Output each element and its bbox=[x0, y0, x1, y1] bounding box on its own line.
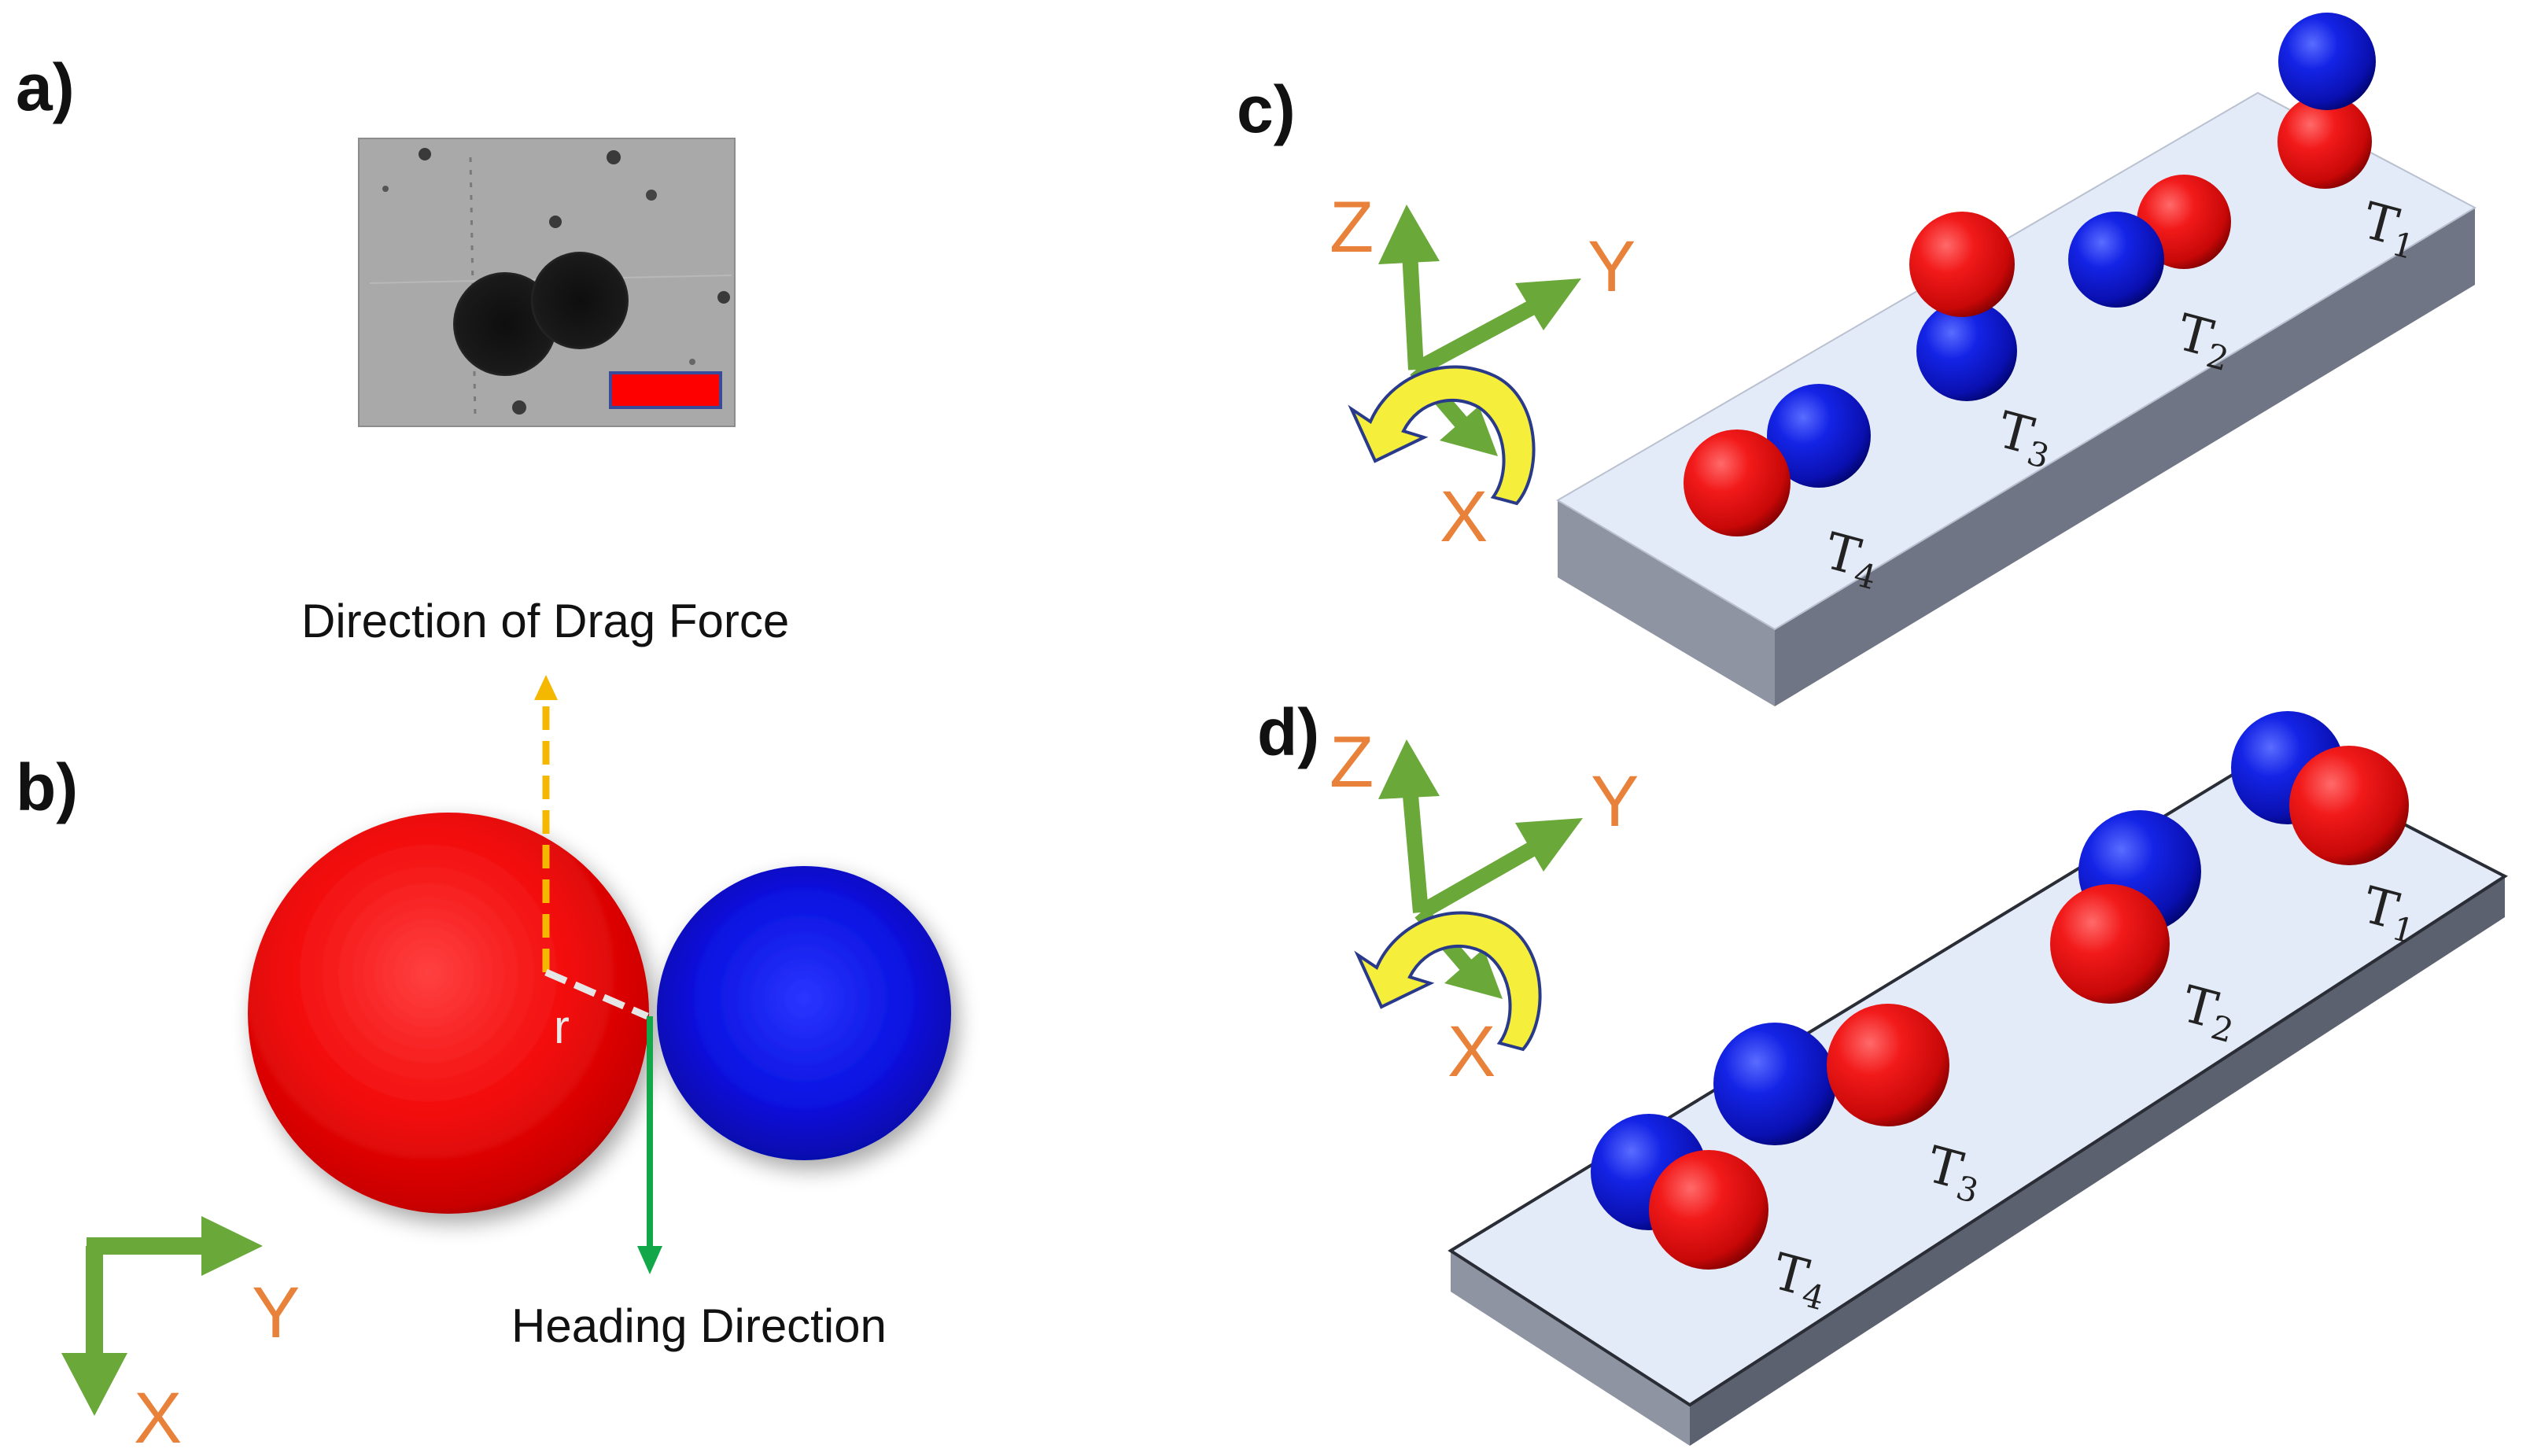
panel-b: b) Direction of Drag Force r Heading Dir… bbox=[16, 595, 951, 1456]
heading-direction-arrow bbox=[637, 1016, 662, 1274]
axes-b: Y X bbox=[61, 1216, 300, 1456]
axis-z-label: Z bbox=[1330, 187, 1374, 267]
axis-x-label: X bbox=[1448, 1012, 1496, 1092]
red-sphere bbox=[248, 813, 649, 1214]
panel-a-label: a) bbox=[16, 50, 75, 124]
panel-d: d) Z Y X bbox=[1257, 695, 2508, 1446]
radius-label: r bbox=[554, 1001, 570, 1053]
panel-c: c) Z Y X bbox=[1237, 13, 2477, 706]
red-scale-bar bbox=[609, 371, 722, 409]
drag-force-arrow bbox=[534, 675, 558, 972]
axis-y-label: Y bbox=[1591, 761, 1639, 842]
axis-x-label: X bbox=[134, 1378, 182, 1456]
heading-direction-label: Heading Direction bbox=[511, 1299, 887, 1352]
panel-d-label: d) bbox=[1257, 695, 1319, 769]
dimer-t4-c bbox=[1684, 384, 1871, 536]
axis-y-label: Y bbox=[1588, 227, 1636, 307]
axis-x-label: X bbox=[1440, 477, 1488, 557]
micrograph-of-janus-dimer bbox=[358, 138, 736, 427]
axis-y-label: Y bbox=[252, 1273, 300, 1353]
dimer-t2-d bbox=[2050, 810, 2201, 1004]
panel-c-label: c) bbox=[1237, 72, 1296, 146]
axes-d: Z Y X bbox=[1330, 722, 1639, 1092]
dimer-t3-d bbox=[1713, 1004, 1949, 1145]
dimer-t1-c bbox=[2277, 13, 2376, 189]
rotation-arrow-icon bbox=[1354, 911, 1542, 1052]
dimer-t4-d bbox=[1591, 1114, 1768, 1270]
axes-c: Z Y X bbox=[1330, 187, 1636, 557]
panel-a: a) bbox=[16, 50, 736, 427]
drag-force-label: Direction of Drag Force bbox=[301, 595, 789, 647]
rotation-arrow-icon bbox=[1348, 365, 1536, 506]
radius-marker: r bbox=[544, 968, 649, 1053]
dimer-t1-d bbox=[2231, 711, 2409, 865]
panel-b-label: b) bbox=[16, 750, 78, 824]
blue-sphere bbox=[657, 866, 951, 1160]
dimer-t2-c bbox=[2068, 175, 2231, 308]
dimer-t3-c bbox=[1909, 212, 2017, 401]
axis-z-label: Z bbox=[1330, 722, 1374, 802]
